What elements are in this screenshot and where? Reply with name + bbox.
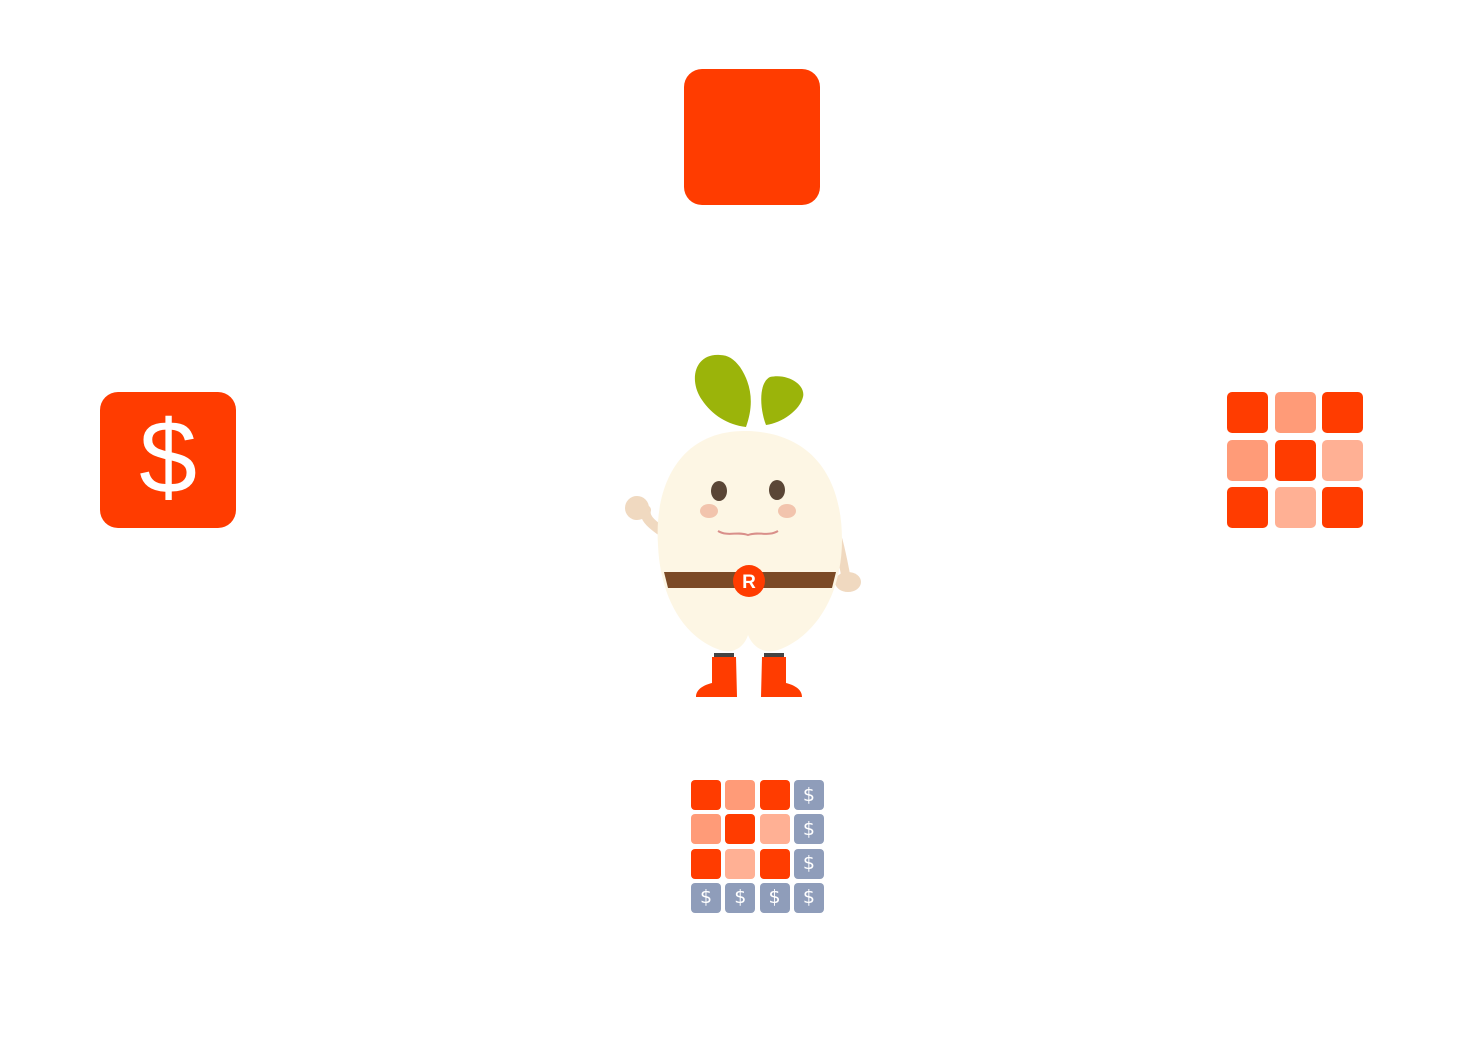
- leaf-left-icon: [694, 354, 751, 427]
- cheek-left: [700, 504, 718, 518]
- eye-right: [769, 480, 785, 500]
- grid-4x4-dollar-cell: $: [793, 814, 824, 845]
- grid-4x4-cell: [691, 780, 721, 810]
- grid-4x4-cell: [725, 848, 756, 879]
- grid-4x4-cell: [691, 814, 721, 845]
- grid-3x3-cell: [1227, 439, 1268, 481]
- grid-4x4-cell: [759, 848, 790, 879]
- grid-4x4-dollar-cell: $: [725, 882, 756, 913]
- grid-3x3-cell: [1227, 392, 1268, 433]
- grid-3x3-cell: [1322, 392, 1363, 433]
- leaf-right-icon: [761, 376, 804, 425]
- grid-3x3-cell: [1227, 487, 1268, 528]
- hand-left: [625, 496, 649, 520]
- eye-left: [711, 481, 727, 501]
- grid-4x4-cell: [759, 814, 790, 845]
- grid-4x4-cell: [759, 780, 790, 810]
- grid-3x3-cell: [1274, 392, 1316, 433]
- boot-left: [696, 657, 737, 697]
- badge-letter: R: [742, 572, 756, 593]
- grid-4x4-cell: [725, 814, 756, 845]
- grid-3x3-cell: [1274, 487, 1316, 528]
- top-square-tile: [684, 69, 820, 205]
- mascot-body: [657, 430, 842, 652]
- grid-4x4-cell: [691, 848, 721, 879]
- sock-right: [764, 653, 784, 657]
- grid-4x4-dollar-cell: $: [793, 780, 824, 810]
- hand-right: [835, 572, 861, 592]
- dollar-icon: $: [139, 400, 197, 516]
- grid-3x3-cell: [1274, 439, 1316, 481]
- grid-4x4-cell: [725, 780, 756, 810]
- mouth: [717, 530, 779, 537]
- grid-4x4-dollar-cell: $: [691, 882, 721, 913]
- grid-4x4-dollar-cell: $: [793, 882, 824, 913]
- cheek-right: [778, 504, 796, 518]
- grid-4x4-dollar-cell: $: [793, 848, 824, 879]
- dollar-tile: $: [100, 392, 236, 528]
- grid-3x3-cell: [1322, 487, 1363, 528]
- radish-mascot: R: [625, 354, 861, 697]
- grid-4x4-dollar-cell: $: [759, 882, 790, 913]
- grid-3x3-cell: [1322, 439, 1363, 481]
- badge: [733, 565, 765, 597]
- sock-left: [714, 653, 734, 657]
- boot-right: [761, 657, 802, 697]
